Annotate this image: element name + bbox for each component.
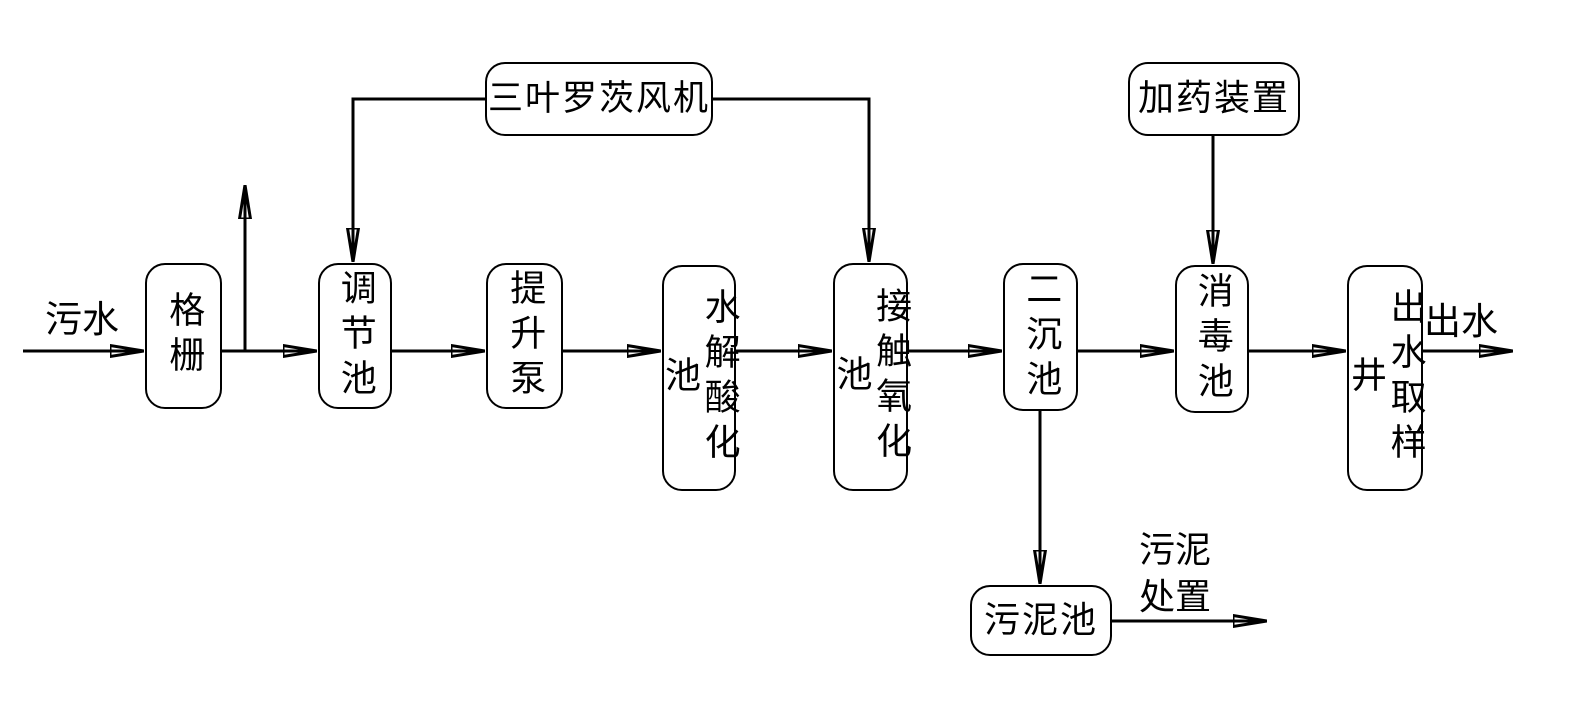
node-roots-blower-label: 三叶罗茨风机 [487, 78, 710, 118]
node-contact-oxidation-tank-label: 接触氧化池 [831, 287, 912, 467]
node-grid-screen: 格栅 [145, 263, 222, 409]
influent-label: 污水 [45, 300, 119, 341]
node-grid-screen-label: 格栅 [164, 291, 205, 381]
node-regulating-tank: 调节池 [318, 263, 392, 409]
sludge-disposal-label-line1: 污泥 [1139, 530, 1212, 570]
node-sludge-tank: 污泥池 [970, 585, 1112, 656]
node-dosing-device-label: 加药装置 [1137, 78, 1290, 119]
node-hydrolysis-acidification-tank: 水解酸化池 [660, 265, 740, 491]
effluent-label: 出水 [1424, 302, 1498, 343]
sludge-disposal-label: 污泥 处置 [1139, 527, 1211, 621]
node-effluent-sampling-well-label: 出水取样井 [1346, 288, 1426, 468]
node-sludge-tank-label: 污泥池 [983, 599, 1098, 640]
node-lift-pump-label: 提升泵 [505, 268, 546, 404]
edge-blower-to-oxidation [713, 97, 869, 261]
node-dosing-device: 加药装置 [1128, 62, 1300, 136]
node-disinfection-tank-label: 消毒池 [1192, 271, 1233, 407]
edge-blower-to-regulating [353, 97, 485, 261]
node-regulating-tank-label: 调节池 [335, 268, 376, 404]
node-disinfection-tank: 消毒池 [1175, 265, 1249, 413]
node-effluent-sampling-well: 出水取样井 [1346, 265, 1426, 491]
node-secondary-sedimentation-tank-label: 二沉池 [1021, 269, 1062, 405]
node-secondary-sedimentation-tank: 二沉池 [1003, 263, 1078, 411]
node-contact-oxidation-tank: 接触氧化池 [831, 263, 912, 491]
node-roots-blower: 三叶罗茨风机 [485, 62, 713, 136]
node-hydrolysis-acidification-tank-label: 水解酸化池 [660, 288, 740, 468]
node-lift-pump: 提升泵 [486, 263, 563, 409]
sludge-disposal-label-line2: 处置 [1139, 577, 1212, 617]
